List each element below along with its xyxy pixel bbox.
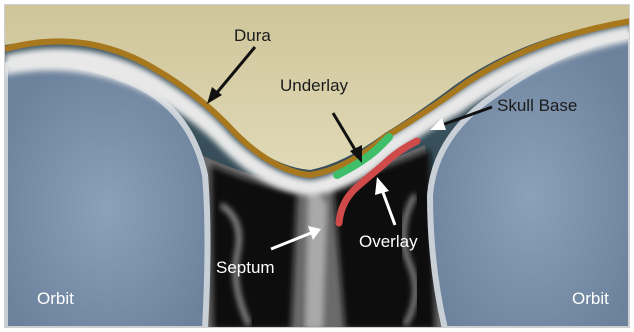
dura-label: Dura [234,26,271,45]
septum-bone [305,189,327,328]
skull-base-repair-diagram: Dura Underlay Skull Base Overlay Septum … [5,5,630,328]
left-orbit-label: Orbit [37,289,74,308]
underlay-label: Underlay [280,76,349,95]
overlay-label: Overlay [359,232,418,251]
diagram-frame: Dura Underlay Skull Base Overlay Septum … [4,4,630,328]
septum-label: Septum [216,258,275,277]
right-orbit-label: Orbit [572,289,609,308]
skull-base-label: Skull Base [497,96,577,115]
